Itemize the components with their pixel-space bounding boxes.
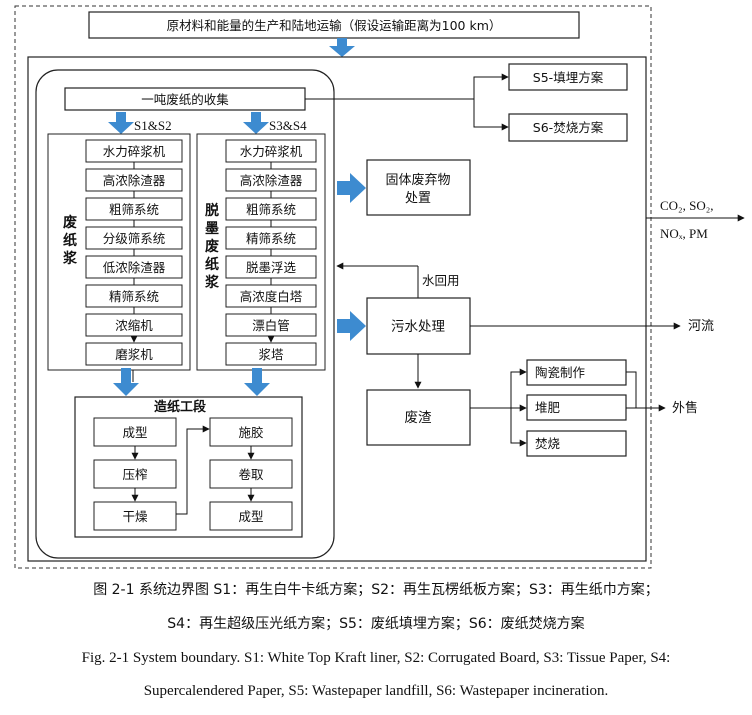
ceramic-to-export-line bbox=[626, 371, 637, 408]
river-label: 河流 bbox=[688, 319, 714, 334]
paper-left-step-text: 成型 bbox=[122, 425, 147, 440]
paper-right-step-text: 施胶 bbox=[238, 425, 263, 440]
solid-waste-text-2: 处置 bbox=[405, 191, 431, 206]
papermaking-title: 造纸工段 bbox=[154, 399, 206, 415]
left-pulp-column bbox=[47, 133, 191, 371]
paper-right-step-box bbox=[209, 501, 293, 531]
right-pulp-label-2: 废 bbox=[205, 238, 219, 255]
left-pulp-label-0: 废 bbox=[63, 214, 77, 231]
caption-zh-line1: 图 2-1 系统边界图 S1：再生白牛卡纸方案；S2：再生瓦楞纸板方案；S3：再… bbox=[93, 582, 659, 598]
pulping-container bbox=[35, 69, 335, 559]
left-step-text: 粗筛系统 bbox=[109, 202, 159, 217]
solid-waste-box bbox=[366, 159, 471, 216]
right-pulp-label-0: 脱 bbox=[205, 202, 219, 219]
right-step-text: 精筛系统 bbox=[246, 231, 296, 246]
s6-text: S6-焚烧方案 bbox=[533, 120, 604, 135]
solid-waste-text-1: 固体废弃物 bbox=[385, 172, 450, 188]
route-left-label: S1&S2 bbox=[134, 118, 172, 133]
left-pulp-label-1: 纸 bbox=[63, 232, 77, 249]
paper-left-step-box bbox=[93, 501, 177, 531]
blue-arrow-s1s2 bbox=[108, 112, 134, 134]
s5-text: S5-填埋方案 bbox=[533, 70, 604, 85]
dry-to-sizing-connector bbox=[176, 425, 210, 515]
s6-box bbox=[508, 113, 628, 142]
left-step-text: 磨浆机 bbox=[115, 347, 153, 362]
right-step-text: 水力碎浆机 bbox=[240, 144, 303, 159]
caption-zh-line2: S4：再生超级压光纸方案；S5：废纸填埋方案；S6：废纸焚烧方案 bbox=[167, 616, 585, 632]
paper-left-step-box bbox=[93, 459, 177, 489]
right-pulp-label-3: 纸 bbox=[205, 256, 219, 273]
right-step-box bbox=[225, 342, 317, 366]
left-step-text: 水力碎浆机 bbox=[103, 144, 166, 159]
blue-arrow-top bbox=[329, 38, 355, 57]
right-pulp-label-4: 浆 bbox=[205, 274, 220, 291]
paper-right-step-text: 卷取 bbox=[238, 467, 264, 482]
residue-box bbox=[366, 389, 471, 446]
residue-text: 废渣 bbox=[405, 410, 432, 426]
branch-to-ceramic bbox=[510, 368, 527, 408]
paper-left-step-text: 压榨 bbox=[122, 467, 147, 482]
blue-arrow-left-down bbox=[113, 368, 139, 396]
paper-left-step-text: 干燥 bbox=[122, 509, 148, 524]
inner-system-boundary bbox=[27, 56, 647, 562]
right-step-text: 漂白管 bbox=[252, 318, 290, 333]
right-step-text: 高浓度白塔 bbox=[240, 289, 303, 304]
right-step-text: 粗筛系统 bbox=[246, 202, 296, 217]
system-boundary-diagram: 原材料和能量的生产和陆地运输（假设运输距离为100 km） 一吨废纸的收集 S1… bbox=[14, 5, 745, 569]
blue-arrow-right-down bbox=[244, 368, 270, 396]
wastewater-box bbox=[366, 297, 471, 355]
ceramic-text: 陶瓷制作 bbox=[535, 365, 586, 380]
wastewater-text: 污水处理 bbox=[391, 319, 445, 335]
paper-right-step-box bbox=[209, 417, 293, 447]
incinerate-box bbox=[526, 430, 627, 457]
blue-arrow-solid-waste bbox=[337, 173, 366, 203]
collection-text: 一吨废纸的收集 bbox=[141, 92, 229, 107]
outer-dashed-boundary bbox=[14, 5, 652, 569]
left-step-text: 浓缩机 bbox=[115, 318, 153, 333]
water-reuse-label: 水回用 bbox=[422, 273, 460, 288]
right-pulp-label-1: 墨 bbox=[205, 221, 219, 237]
paper-right-step-text: 成型 bbox=[238, 509, 263, 524]
route-right-label: S3&S4 bbox=[269, 118, 307, 133]
branch-to-incinerate bbox=[510, 408, 527, 447]
left-step-box bbox=[85, 342, 183, 366]
raw-material-text: 原材料和能量的生产和陆地运输（假设运输距离为100 km） bbox=[167, 18, 502, 33]
paper-left-step-box bbox=[93, 417, 177, 447]
branch-to-s6 bbox=[473, 99, 509, 131]
right-step-text: 高浓除渣器 bbox=[240, 173, 303, 188]
papermaking-box bbox=[74, 396, 303, 538]
left-step-text: 精筛系统 bbox=[109, 289, 159, 304]
left-step-text: 高浓除渣器 bbox=[103, 173, 166, 188]
left-step-text: 分级筛系统 bbox=[103, 231, 166, 246]
right-step-text: 浆塔 bbox=[258, 347, 284, 362]
incinerate-text: 焚烧 bbox=[535, 436, 561, 451]
caption-en-line2: Supercalendered Paper, S5: Wastepaper la… bbox=[143, 683, 609, 699]
left-pulp-label-2: 浆 bbox=[63, 250, 78, 267]
compost-box bbox=[526, 394, 627, 421]
compost-text: 堆肥 bbox=[535, 400, 561, 415]
emissions-line1: CO₂, SO₂, bbox=[660, 198, 714, 213]
export-label: 外售 bbox=[672, 400, 698, 416]
raw-material-box bbox=[88, 11, 580, 39]
left-step-text: 低浓除渣器 bbox=[103, 260, 166, 275]
emissions-line2: NOₓ, PM bbox=[660, 226, 708, 241]
branch-to-s5 bbox=[473, 73, 509, 99]
blue-arrow-s3s4 bbox=[243, 112, 269, 134]
caption-en-line1: Fig. 2-1 System boundary. S1: White Top … bbox=[81, 650, 671, 666]
blue-arrow-wastewater bbox=[337, 311, 366, 341]
s5-box bbox=[508, 63, 628, 91]
right-step-text: 脱墨浮选 bbox=[246, 260, 297, 275]
